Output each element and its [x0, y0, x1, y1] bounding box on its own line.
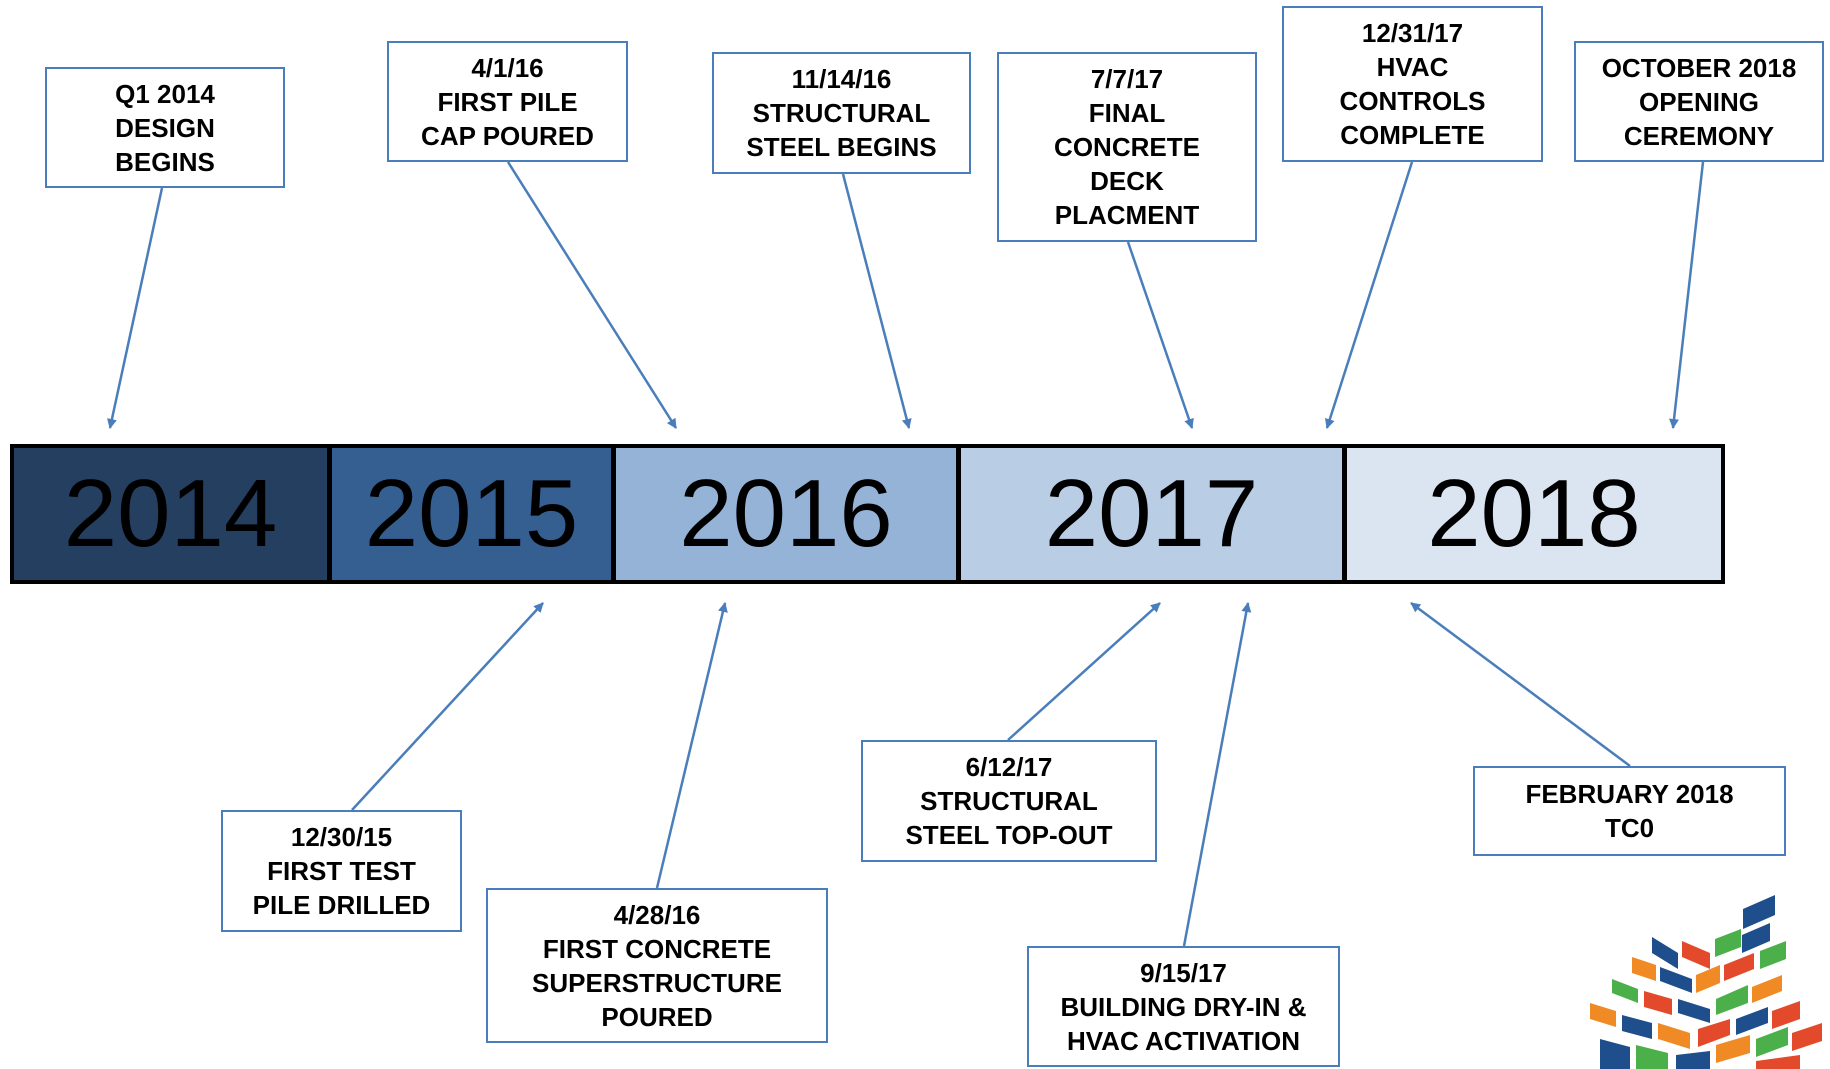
- milestone-hvac-controls: 12/31/17 HVAC CONTROLS COMPLETE: [1282, 6, 1543, 162]
- milestone-text: FINAL: [1088, 98, 1166, 128]
- milestone-tco: FEBRUARY 2018 TC0: [1473, 766, 1786, 856]
- milestone-text: CONCRETE: [1054, 132, 1200, 162]
- year-2014: 2014: [14, 448, 332, 580]
- milestone-text: TC0: [1604, 813, 1655, 843]
- milestone-text: STEEL BEGINS: [746, 132, 937, 162]
- milestone-text: FIRST PILE: [437, 86, 578, 117]
- arrow-12-30-15: [351, 602, 544, 811]
- milestone-text: BUILDING DRY-IN &: [1060, 991, 1307, 1022]
- milestone-building-dry-in: 9/15/17 BUILDING DRY-IN & HVAC ACTIVATIO…: [1027, 946, 1340, 1067]
- milestone-opening-ceremony: OCTOBER 2018 OPENING CEREMONY: [1574, 41, 1824, 162]
- milestone-text: CONTROLS: [1339, 86, 1486, 116]
- milestone-text: STRUCTURAL: [752, 98, 931, 128]
- milestone-date: Q1 2014: [115, 78, 215, 109]
- year-2018: 2018: [1347, 448, 1721, 580]
- arrow-february-2018: [1410, 601, 1631, 768]
- milestone-text: STRUCTURAL: [920, 786, 1098, 816]
- milestone-date: 4/1/16: [471, 52, 544, 83]
- milestone-first-test-pile: 12/30/15 FIRST TEST PILE DRILLED: [221, 810, 462, 932]
- arrow-4-1-16: [506, 161, 678, 429]
- milestone-first-concrete-superstructure: 4/28/16 FIRST CONCRETE SUPERSTRUCTURE PO…: [486, 888, 828, 1043]
- milestone-text: FIRST CONCRETE: [542, 933, 772, 964]
- milestone-structural-steel-begins: 11/14/16 STRUCTURAL STEEL BEGINS: [712, 52, 971, 174]
- arrow-6-12-17: [1007, 602, 1161, 741]
- arrow-9-15-17: [1182, 602, 1252, 947]
- year-2017: 2017: [961, 448, 1347, 580]
- milestone-date: 6/12/17: [965, 752, 1053, 782]
- arrow-october-2018: [1669, 161, 1705, 429]
- milestone-first-pile-cap: 4/1/16 FIRST PILE CAP POURED: [387, 41, 628, 162]
- milestone-text: BEGINS: [115, 146, 215, 177]
- arrow-7-7-17: [1126, 241, 1194, 429]
- colorful-blocks-logo-icon: [1590, 895, 1822, 1069]
- milestone-text: STEEL TOP-OUT: [905, 820, 1113, 850]
- milestone-text: DECK: [1090, 166, 1164, 196]
- milestone-date: 9/15/17: [1140, 957, 1227, 988]
- arrow-4-28-16: [655, 602, 728, 889]
- milestone-date: 7/7/17: [1090, 64, 1164, 94]
- milestone-text: HVAC: [1376, 52, 1449, 82]
- milestone-final-concrete-deck: 7/7/17 FINAL CONCRETE DECK PLACMENT: [997, 52, 1257, 242]
- milestone-date: OCTOBER 2018: [1601, 52, 1797, 83]
- milestone-design-begins: Q1 2014 DESIGN BEGINS: [45, 67, 285, 188]
- milestone-text: COMPLETE: [1340, 120, 1485, 150]
- arrow-12-31-17: [1324, 161, 1414, 429]
- year-2016: 2016: [616, 448, 961, 580]
- milestone-text: DESIGN: [115, 112, 215, 143]
- milestone-text: POURED: [601, 1001, 713, 1032]
- milestone-text: CEREMONY: [1623, 120, 1775, 151]
- timeline-bar: 2014 2015 2016 2017 2018: [10, 444, 1725, 584]
- milestone-date: FEBRUARY 2018: [1525, 779, 1734, 809]
- milestone-text: HVAC ACTIVATION: [1066, 1025, 1301, 1056]
- milestone-text: PLACMENT: [1054, 200, 1200, 230]
- milestone-structural-steel-top-out: 6/12/17 STRUCTURAL STEEL TOP-OUT: [861, 740, 1157, 862]
- arrow-q1-2014: [107, 187, 164, 429]
- milestone-text: FIRST TEST: [267, 856, 416, 886]
- milestone-date: 12/30/15: [290, 822, 393, 852]
- milestone-text: SUPERSTRUCTURE: [532, 967, 782, 998]
- milestone-date: 11/14/16: [791, 64, 892, 94]
- arrow-11-14-16: [841, 173, 912, 429]
- year-2015: 2015: [332, 448, 616, 580]
- milestone-text: PILE DRILLED: [252, 890, 431, 920]
- milestone-text: OPENING: [1639, 86, 1759, 117]
- milestone-text: CAP POURED: [421, 120, 594, 151]
- milestone-date: 4/28/16: [613, 899, 701, 930]
- milestone-date: 12/31/17: [1361, 18, 1464, 48]
